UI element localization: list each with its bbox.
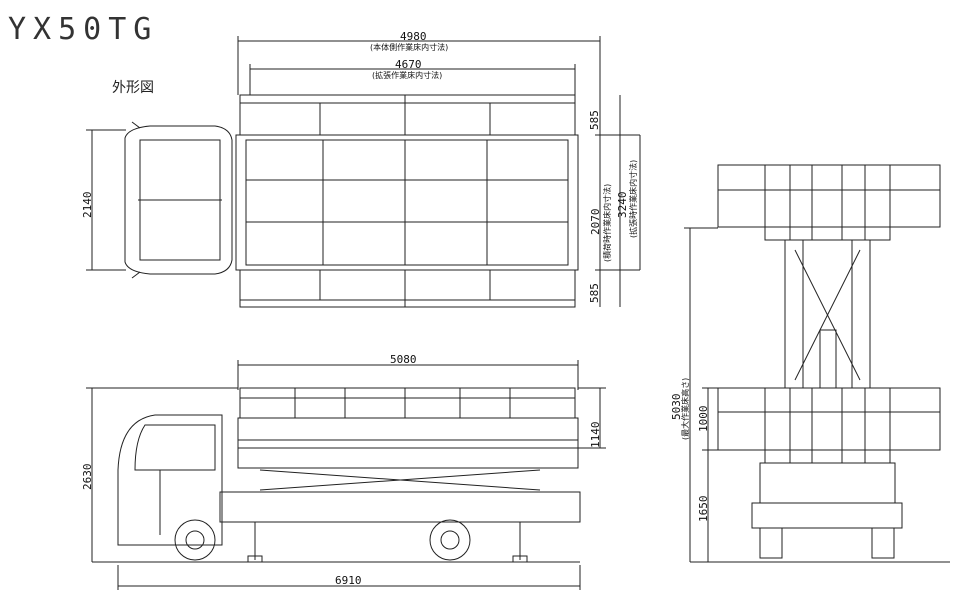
dim-rear-rail-height: 1000 (697, 405, 710, 433)
dim-side-rail-height: 1140 (589, 421, 602, 449)
dim-top-total-width: 3240 (616, 191, 629, 219)
dim-rear-deck-height: 1650 (697, 495, 710, 523)
dim-top-ext-width-lower: 585 (588, 283, 601, 303)
dim-side-overall-length: 6910 (335, 574, 362, 587)
dim-rear-max-height-note: (最大作業床高さ) (681, 377, 690, 440)
dim-top-deck-width: 2070 (589, 208, 602, 236)
model-title: YX50TG (8, 12, 159, 47)
dim-cab-width: 2140 (81, 191, 94, 219)
dim-top-deck-width-note: (積荷時作業床内寸法) (603, 183, 612, 262)
dim-top-inner-length-note: (拡張作業床内寸法) (372, 71, 443, 80)
dim-top-inner-length: 4670 (395, 58, 422, 71)
rear-view-drawing (684, 164, 950, 563)
dim-top-outer-length-note: (本体側作業床内寸法) (370, 43, 449, 52)
view-title: 外形図 (112, 80, 154, 96)
dim-top-outer-length: 4980 (400, 30, 427, 43)
dim-side-platform-length: 5080 (390, 353, 417, 366)
dim-top-ext-width-upper: 585 (588, 110, 601, 130)
dim-side-total-height: 2630 (81, 463, 94, 491)
side-view-drawing (86, 360, 606, 590)
top-view-drawing (86, 36, 641, 308)
dim-top-total-width-note: (拡張時作業床内寸法) (629, 159, 638, 238)
